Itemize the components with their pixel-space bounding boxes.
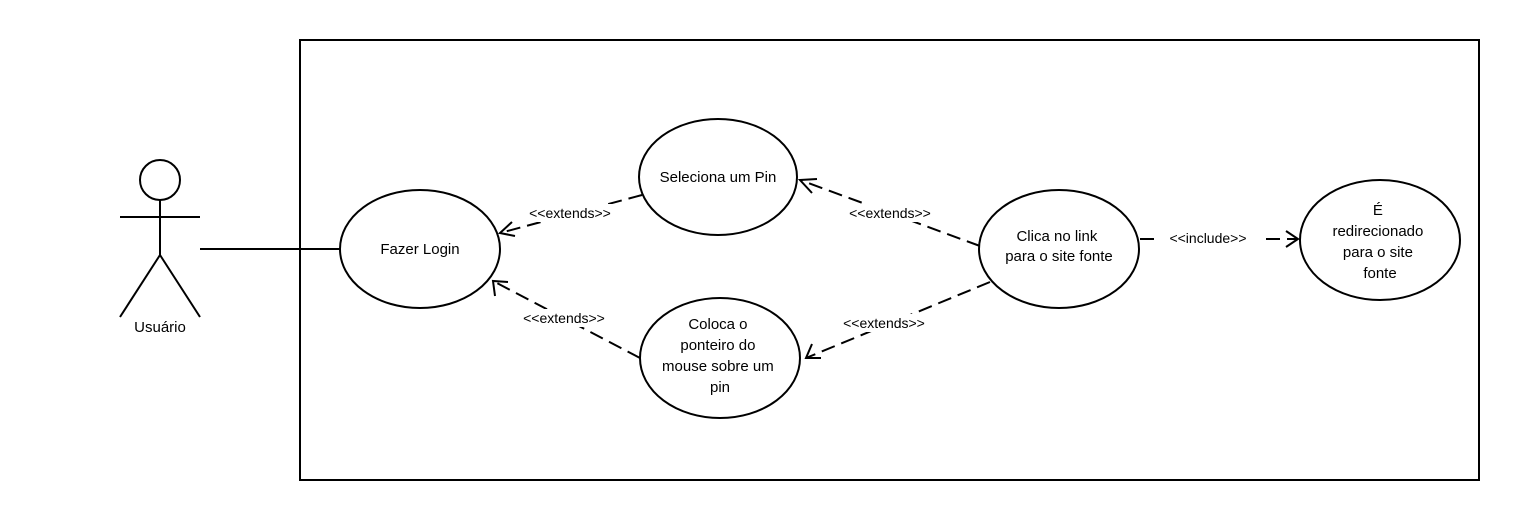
use-case-shape: [639, 297, 801, 419]
svg-text:Seleciona um Pin: Seleciona um Pin: [660, 169, 777, 186]
use-case-label-line: ponteiro do: [680, 337, 755, 354]
label-click-to-hover: <<extends>>: [843, 315, 925, 331]
actor-head: [139, 159, 181, 201]
edge-hover-to-login-arrowhead: [491, 279, 509, 297]
use-case-shape: [339, 189, 501, 309]
use-case-label-line: fonte: [1363, 265, 1396, 282]
use-case-label-line: para o site fonte: [1005, 248, 1113, 265]
use-case-label-line: redirecionado: [1332, 223, 1423, 240]
use-case-clica-no-link[interactable]: Clica no link para o site fonte: [978, 189, 1140, 309]
use-case-e-redirecionado[interactable]: É redirecionado para o site fonte: [1299, 179, 1461, 301]
actor-label: Usuário: [134, 319, 186, 336]
actor-right-leg: [159, 254, 201, 318]
svg-text:Fazer Login: Fazer Login: [380, 241, 459, 258]
label-click-to-select: <<extends>>: [849, 205, 931, 221]
use-case-label-line: pin: [710, 379, 730, 396]
use-case-label-line: mouse sobre um: [662, 358, 774, 375]
label-click-to-redirect: <<include>>: [1169, 230, 1246, 246]
svg-text:Coloca o ponteiro do: Coloca o ponteiro do mouse sobre um pin: [662, 316, 778, 396]
actor-left-leg: [119, 254, 161, 318]
use-case-fazer-login[interactable]: Fazer Login: [339, 189, 501, 309]
edge-click-to-redirect-arrowhead: [1285, 230, 1300, 248]
use-case-shape: [1299, 179, 1461, 301]
edge-click-to-select-arrowhead: [797, 178, 818, 194]
svg-text:É redirecionado pa: É redirecionado para o site fonte: [1332, 202, 1427, 282]
use-case-label-line: Clica no link: [1016, 228, 1097, 245]
label-hover-to-login: <<extends>>: [523, 310, 605, 326]
use-case-label-line: Seleciona um Pin: [660, 169, 777, 186]
edge-click-to-hover: [805, 281, 991, 359]
use-case-coloca-o-ponteiro[interactable]: Coloca o ponteiro do mouse sobre um pin: [639, 297, 801, 419]
use-case-seleciona-um-pin[interactable]: Seleciona um Pin: [638, 118, 798, 236]
use-case-label-line: É: [1373, 202, 1383, 219]
use-case-label-line: para o site: [1343, 244, 1413, 261]
edge-select-to-login-arrowhead: [497, 221, 516, 237]
edge-hover-to-login: [492, 280, 641, 359]
use-case-label-line: Coloca o: [688, 316, 747, 333]
svg-text:Clica no link para o sit: Clica no link para o site fonte: [1005, 228, 1113, 265]
use-case-shape: [638, 118, 798, 236]
edge-click-to-hover-arrowhead: [804, 343, 821, 359]
use-case-shape: [978, 189, 1140, 309]
actor-usuario[interactable]: Usuário: [119, 159, 201, 336]
system-boundary: [299, 39, 1480, 481]
use-case-label-line: Fazer Login: [380, 241, 459, 258]
label-select-to-login: <<extends>>: [529, 205, 611, 221]
